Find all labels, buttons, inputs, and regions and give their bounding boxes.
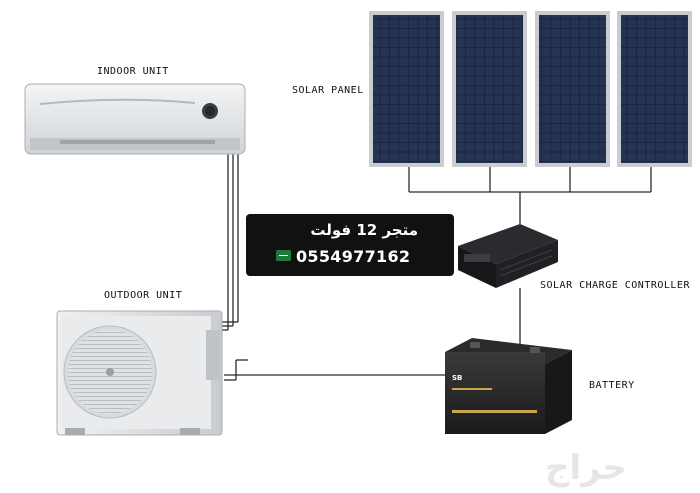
indoor-ac-unit [24, 83, 246, 155]
shop-name: متجر 12 فولت [310, 221, 418, 239]
wiring [222, 153, 652, 381]
solar-panel-array [369, 11, 692, 167]
phone-number: 0554977162 [296, 247, 411, 266]
solar-panel [452, 11, 527, 167]
battery-label: BATTERY [589, 380, 635, 391]
svg-text:SB: SB [452, 374, 462, 382]
solar-panel [617, 11, 692, 167]
solar-panel-label: SOLAR PANEL [292, 85, 364, 96]
promo-banner: متجر 12 فولت 0554977162 [246, 214, 454, 276]
solar-panel [369, 11, 444, 167]
charge-controller-label: SOLAR CHARGE CONTROLLER [540, 280, 690, 291]
saudi-flag-icon [276, 250, 291, 261]
site-watermark-logo: حراج [545, 448, 628, 488]
indoor-unit-label: INDOOR UNIT [97, 66, 169, 77]
battery: SB [445, 338, 572, 434]
outdoor-ac-unit [56, 310, 223, 436]
outdoor-unit-label: OUTDOOR UNIT [104, 290, 183, 301]
solar-charge-controller [458, 224, 558, 288]
solar-panel [535, 11, 610, 167]
